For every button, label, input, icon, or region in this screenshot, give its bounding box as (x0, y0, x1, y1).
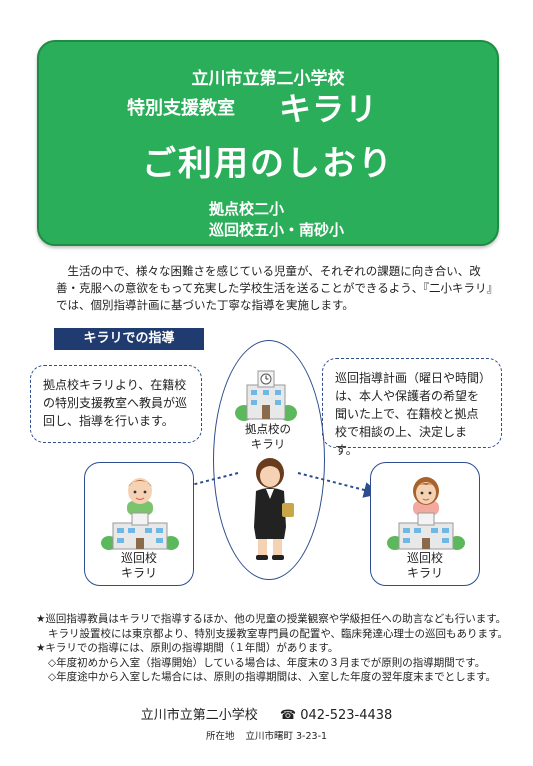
footer-tel: 042-523-4438 (300, 708, 393, 723)
hub-label: 拠点校の キラリ (245, 422, 291, 451)
room-name: 特別支援教室 (127, 98, 235, 119)
footer-school: 立川市立第二小学校 (140, 708, 258, 723)
note-line: ◇年度初めから入室（指導開始）している場合は、年度末の３月までが原則の指導期間で… (48, 656, 486, 669)
school-building-icon (235, 370, 297, 421)
school-building-icon (101, 512, 179, 550)
satellite-school-left: 巡回校 キラリ (84, 462, 194, 586)
school-name: 立川市立第二小学校 (191, 69, 345, 89)
tour-schools: 巡回校五小・南砂小 (209, 221, 345, 239)
phone-icon: ☎ (279, 708, 297, 723)
callout-left: 拠点校キラリより、在籍校の特別支援教室へ教員が巡回し、指導を行います。 (30, 365, 202, 443)
teacher-icon (254, 458, 294, 560)
footer-contact: 立川市立第二小学校 ☎ 042-523-4438 (0, 704, 533, 723)
guide-title: ご利用のしおり (142, 144, 394, 184)
note-line: ◇年度途中から入室した場合には、原則の指導期間は、入室した年度の翌年度末までとし… (48, 671, 497, 683)
child-girl-icon (413, 477, 439, 515)
intro-paragraph: 生活の中で、様々な困難さを感じている児童が、それぞれの課題に向き合い、改善・克服… (56, 264, 493, 312)
address-label: 所在地 (205, 731, 235, 742)
callout-right: 巡回指導計画（曜日や時間）は、本人や保護者の希望を聞いた上で、在籍校と拠点校で相… (322, 358, 502, 457)
school-building-icon (387, 512, 465, 550)
section-label: キラリでの指導 (54, 328, 204, 350)
address-value: 立川市曙町 3-23-1 (245, 731, 328, 742)
base-school: 拠点校二小 (209, 200, 285, 218)
satellite-label: 巡回校 キラリ (406, 551, 443, 580)
note-line: キラリ設置校には東京都より、特別支援教室専門員の配置や、臨床発達心理士の巡回もあ… (48, 627, 509, 640)
satellite-school-right: 巡回校 キラリ (370, 462, 480, 586)
note-line: ★キラリでの指導には、原則の指導期間（１年間）があります。 (36, 642, 339, 654)
hub-ellipse (213, 340, 325, 580)
notes: ★巡回指導教員はキラリで指導するほか、他の児童の授業観察や学級担任への助言なども… (36, 612, 509, 685)
child-boy-icon (127, 478, 153, 515)
satellite-label: 巡回校 キラリ (120, 551, 157, 580)
note-line: ★巡回指導教員はキラリで指導するほか、他の児童の授業観察や学級担任への助言なども… (36, 613, 507, 625)
footer-address: 所在地 立川市曙町 3-23-1 (0, 728, 533, 742)
title-banner: 立川市立第二小学校 特別支援教室 キラリ ご利用のしおり 拠点校二小 巡回校五小… (37, 40, 499, 246)
kirari-title: キラリ (279, 90, 379, 128)
